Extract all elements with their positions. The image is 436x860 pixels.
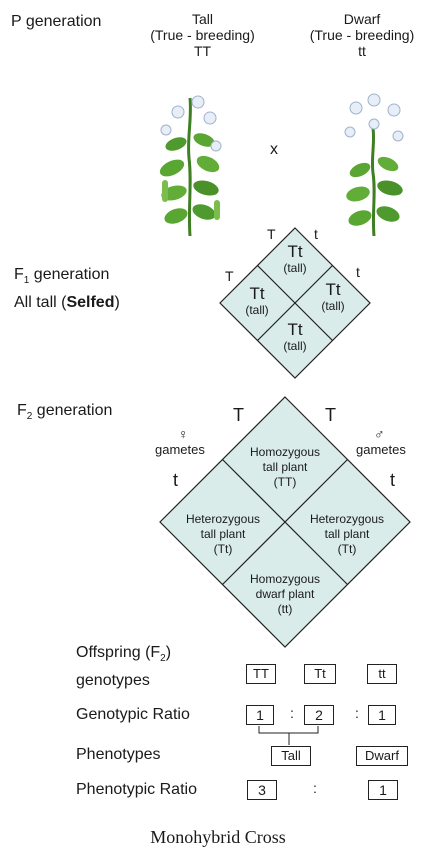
- f2-cell-bottom-line2: dwarf plant: [255, 587, 315, 601]
- genotypic-ratio-sep-1: :: [290, 705, 294, 721]
- f1-cell-right: Tt (tall): [308, 280, 358, 313]
- f2-cell-top-line3: (TT): [273, 475, 297, 489]
- f2-cell-top-line1: Homozygous: [249, 445, 321, 459]
- f1-gamete-left: T: [225, 268, 234, 284]
- male-gametes-label: gametes: [356, 442, 406, 457]
- dwarf-name: Dwarf: [343, 11, 381, 27]
- f1-divider-b: [257, 265, 333, 341]
- f2-generation-label: F2 generation: [17, 402, 112, 422]
- f2-label-sub: 2: [26, 411, 33, 423]
- tall-breeding: (True - breeding): [150, 27, 255, 43]
- f2-gamete-T-right: T: [325, 405, 336, 425]
- offspring-sub: 2: [160, 653, 166, 665]
- phenotype-box-tall: Tall: [271, 746, 311, 766]
- f1-cell-bottom: Tt (tall): [270, 320, 320, 353]
- phenotypic-ratio-sep: :: [313, 780, 317, 796]
- tall-pea-plant-illustration: [159, 95, 222, 237]
- f2-divider-b: [222, 459, 348, 585]
- female-gametes-label: gametes: [155, 442, 205, 457]
- f1-gamete-right: t: [356, 264, 360, 280]
- f1-gamete-right-top: t: [314, 226, 318, 242]
- phenotypic-ratio-box-1: 3: [247, 780, 277, 800]
- genotype-box-TT: TT: [246, 664, 276, 684]
- dwarf-breeding: (True - breeding): [309, 27, 415, 43]
- female-symbol: ♀: [178, 426, 189, 442]
- f1-cell-left: Tt (tall): [232, 284, 282, 317]
- figure-caption: Monohybrid Cross: [150, 827, 286, 847]
- f1-cell-top: Tt (tall): [270, 242, 320, 275]
- f2-gamete-T-left: T: [233, 405, 244, 425]
- genotypic-ratio-box-3: 1: [368, 705, 396, 725]
- f2-cell-bottom-line1: Homozygous: [249, 572, 321, 586]
- f2-label-prefix: F: [17, 402, 27, 419]
- f1-cell-bottom-genotype: Tt: [287, 320, 303, 339]
- f1-cell-right-phenotype: (tall): [321, 299, 345, 313]
- offspring-prefix: Offspring (F: [76, 644, 161, 661]
- f1-line2-prefix: All tall (: [14, 294, 67, 311]
- f2-gamete-t-right: t: [390, 470, 396, 490]
- cross-symbol: x: [270, 141, 278, 158]
- f1-cell-bottom-phenotype: (tall): [283, 339, 307, 353]
- f1-gamete-left-top: T: [267, 226, 276, 242]
- genotype-box-Tt: Tt: [304, 664, 336, 684]
- f2-cell-top: Homozygous tall plant (TT): [225, 445, 345, 490]
- f1-cell-right-genotype: Tt: [325, 280, 341, 299]
- phenotypic-ratio-box-2: 1: [368, 780, 398, 800]
- f2-cell-right-line1: Heterozygous: [309, 512, 385, 526]
- f1-line2-suffix: ): [114, 294, 120, 311]
- f1-cell-top-phenotype: (tall): [283, 261, 307, 275]
- dwarf-parent-label: Dwarf (True - breeding) tt: [292, 11, 432, 59]
- f2-label-suffix: generation: [32, 402, 113, 419]
- male-symbol: ♂: [374, 426, 385, 442]
- genotypic-ratio-label: Genotypic Ratio: [76, 706, 190, 723]
- f2-gamete-t-left: t: [173, 470, 179, 490]
- offspring-line2: genotypes: [76, 672, 150, 690]
- genotypic-ratio-box-2: 2: [304, 705, 334, 725]
- f1-selfed-label: All tall (Selfed): [14, 294, 120, 312]
- tall-genotype: TT: [193, 43, 212, 59]
- f2-cell-right-line3: (Tt): [337, 542, 357, 556]
- phenotypic-ratio-label: Phenotypic Ratio: [76, 781, 197, 798]
- f1-line2-bold: Selfed: [66, 294, 115, 311]
- bracket-line: [258, 726, 319, 734]
- f1-cell-top-genotype: Tt: [287, 242, 303, 261]
- f2-cell-bottom: Homozygous dwarf plant (tt): [225, 572, 345, 617]
- f1-cell-left-genotype: Tt: [249, 284, 265, 303]
- f1-label-suffix: generation: [29, 266, 110, 283]
- f1-label-sub: 1: [23, 275, 30, 287]
- f2-cell-left-line3: (Tt): [213, 542, 233, 556]
- f2-cell-right-line2: tall plant: [324, 527, 370, 541]
- f1-generation-label: F1 generation: [14, 266, 109, 286]
- f2-cell-left-line1: Heterozygous: [185, 512, 261, 526]
- tall-name: Tall: [191, 11, 213, 27]
- tall-parent-label: Tall (True - breeding) TT: [130, 11, 275, 59]
- phenotype-box-dwarf: Dwarf: [356, 746, 408, 766]
- genotypic-ratio-sep-2: :: [355, 705, 359, 721]
- f2-cell-left: Heterozygous tall plant (Tt): [163, 512, 283, 557]
- f2-cell-right: Heterozygous tall plant (Tt): [287, 512, 407, 557]
- genotype-box-tt: tt: [367, 664, 397, 684]
- phenotypes-label: Phenotypes: [76, 746, 161, 763]
- f2-cell-bottom-line3: (tt): [277, 602, 293, 616]
- f1-cell-left-phenotype: (tall): [245, 303, 269, 317]
- p-generation-label: P generation: [11, 13, 102, 30]
- dwarf-pea-plant-illustration: [344, 93, 404, 237]
- genotypic-ratio-box-1: 1: [246, 705, 274, 725]
- f2-cell-top-line2: tall plant: [262, 460, 308, 474]
- f1-label-prefix: F: [14, 266, 24, 283]
- f2-cell-left-line2: tall plant: [200, 527, 246, 541]
- dwarf-genotype: tt: [358, 43, 366, 59]
- offspring-genotypes-label: Offspring (F2) genotypes: [76, 642, 171, 692]
- offspring-suffix: ): [165, 644, 172, 661]
